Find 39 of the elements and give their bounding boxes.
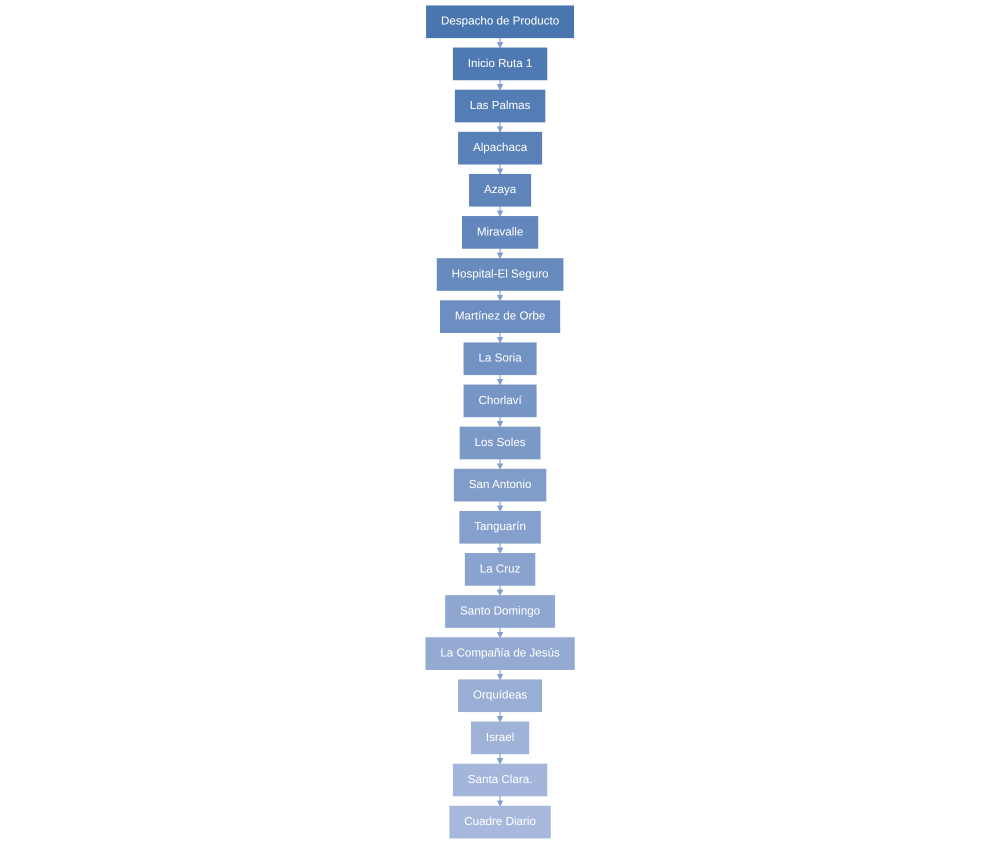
node-box: Israel [470, 722, 530, 754]
node-box: Tanguarín [459, 510, 541, 544]
arrow [496, 670, 504, 680]
node-box: Santa Clara. [452, 764, 548, 796]
node-box: La Cruz [464, 553, 536, 586]
arrow [496, 416, 504, 428]
arrow [496, 290, 504, 301]
node-box: Orquídeas [458, 679, 542, 712]
node-box: Cuadre Diario [449, 806, 551, 838]
arrow [496, 459, 504, 470]
node-box: Santo Domingo [445, 595, 555, 628]
arrow [496, 332, 504, 344]
node-box: La Compañía de Jesús [425, 637, 575, 670]
arrow [496, 374, 504, 386]
node-box: Azaya [468, 174, 532, 207]
node-box: Los Soles [460, 426, 540, 460]
arrow [496, 628, 504, 638]
arrow [496, 754, 504, 764]
arrow [496, 122, 504, 133]
node-box: La Soria [463, 342, 537, 376]
arrow [496, 80, 504, 90]
node-box: Hospital-El Seguro [436, 258, 564, 291]
arrow [496, 206, 504, 217]
node-box: Despacho de Producto [426, 6, 574, 38]
node-box: Inicio Ruta 1 [452, 48, 548, 80]
arrow [496, 164, 504, 175]
arrow [496, 585, 504, 596]
node-box: Alpachaca [458, 132, 542, 165]
arrow [496, 501, 504, 512]
node-box: Chorlaví [463, 384, 537, 418]
node-box: Las Palmas [454, 90, 546, 122]
node-box: San Antonio [454, 468, 546, 502]
arrow [496, 543, 504, 554]
arrow [496, 796, 504, 806]
node-box: Martínez de Orbe [440, 300, 560, 334]
node-box: Miravalle [462, 216, 538, 249]
arrow [496, 38, 504, 48]
arrow [496, 712, 504, 722]
arrow [496, 248, 504, 259]
